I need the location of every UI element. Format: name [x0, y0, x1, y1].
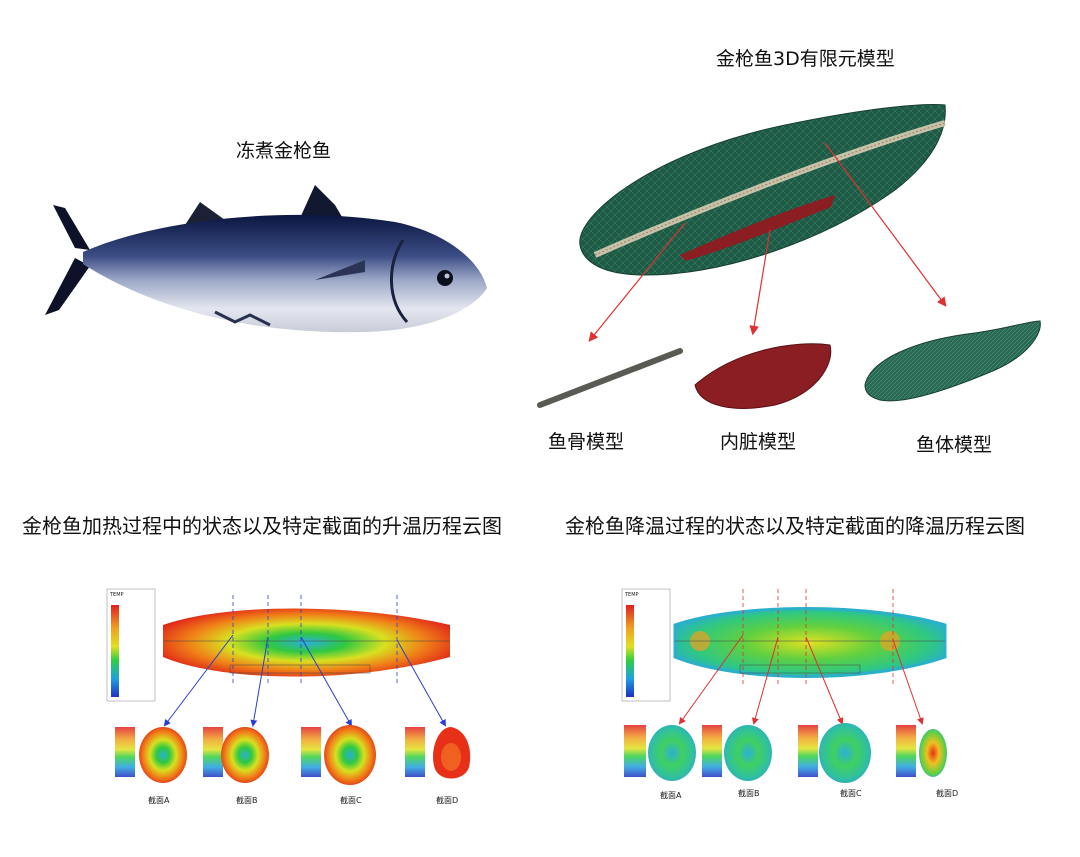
part-label-body: 鱼体模型 [916, 434, 993, 456]
part-label-bone: 鱼骨模型 [548, 431, 625, 453]
heating-legend-head: TEMP [110, 592, 124, 598]
cooling-contour-diagram [621, 588, 947, 783]
fish-body-model [864, 320, 1041, 402]
cooling-section-a: 截面A [660, 791, 682, 800]
fe-model-title: 金枪鱼3D有限元模型 [716, 48, 895, 70]
part-label-viscera: 内脏模型 [720, 431, 797, 453]
heating-title: 金枪鱼加热过程中的状态以及特定截面的升温历程云图 [22, 514, 502, 538]
heating-section-d: 截面D [436, 796, 459, 805]
fe-fish-body [579, 104, 946, 276]
heating-section-c: 截面C [340, 796, 362, 805]
heating-section-a: 截面A [148, 796, 170, 805]
heating-section-b: 截面B [236, 796, 258, 805]
cooling-section-d: 截面D [936, 789, 959, 798]
heating-contour-diagram [106, 588, 471, 785]
viscera-model [694, 343, 832, 409]
tuna-photo-title: 冻煮金枪鱼 [236, 140, 332, 162]
cooling-title: 金枪鱼降温过程的状态以及特定截面的降温历程云图 [565, 514, 1025, 538]
fe-viscera [680, 195, 835, 261]
cooling-section-b: 截面B [738, 789, 760, 798]
cooling-section-c: 截面C [840, 789, 862, 798]
bone-model [537, 348, 683, 408]
fe-model-diagram [537, 104, 1041, 409]
cooling-legend-head: TEMP [625, 592, 639, 598]
tuna-photo [45, 185, 487, 333]
